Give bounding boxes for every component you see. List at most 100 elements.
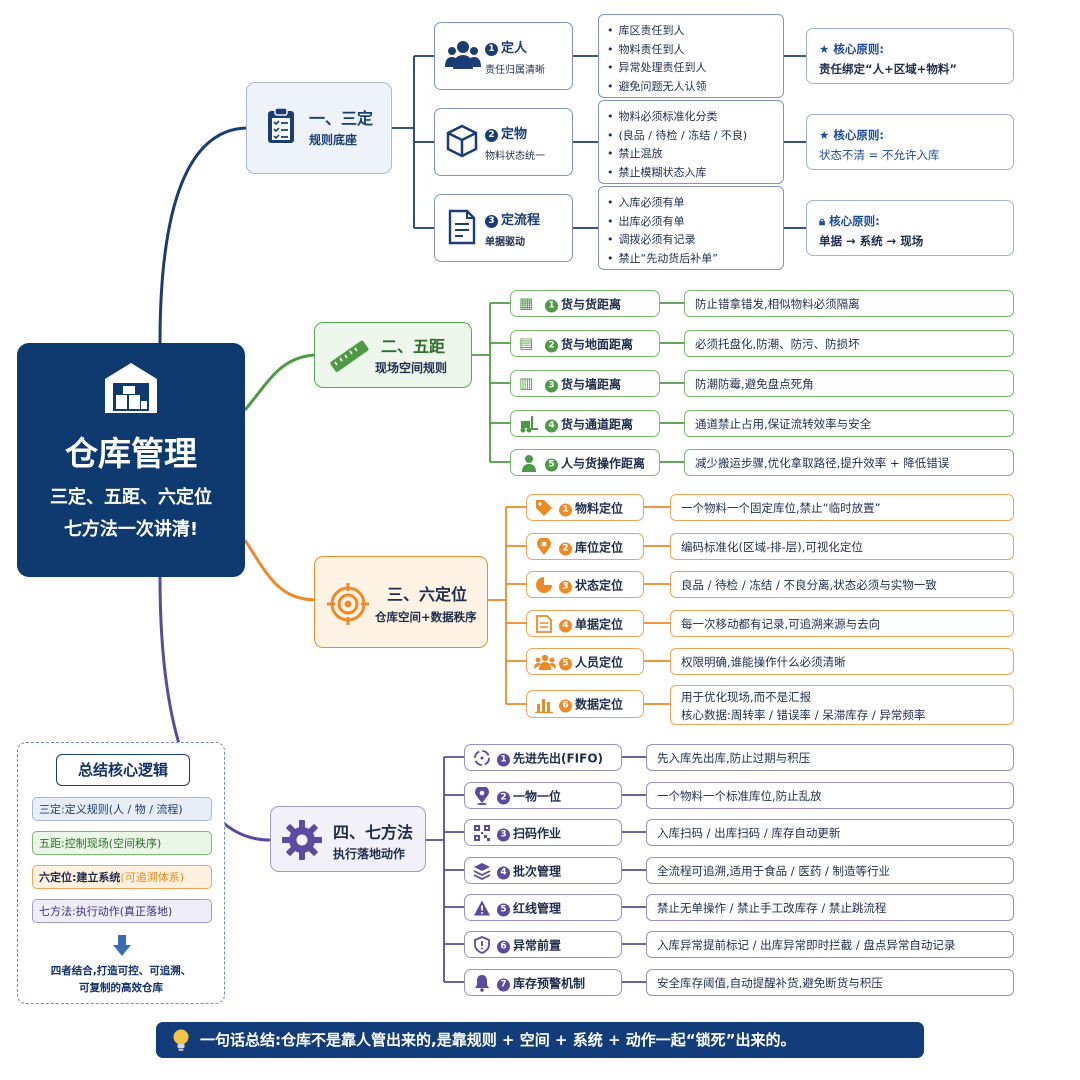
desc-goods-to-goods: 防止错拿错发,相似物料必须隔离 (684, 290, 1014, 317)
clipboard-icon (268, 107, 294, 143)
node-label: 数据定位 (575, 697, 624, 712)
node-label: 人与货操作距离 (561, 456, 646, 470)
summary-row-action: 七方法:执行动作(真正落地) (32, 899, 212, 923)
summary-banner: 一句话总结:仓库不是靠人管出来的,是靠规则 + 空间 + 系统 + 动作一起“锁… (156, 1022, 924, 1058)
boxes-icon: ▦ (519, 293, 534, 312)
star-icon: ★ (819, 42, 834, 56)
desc-status-position: 良品 / 待检 / 冻结 / 不良分离,状态必须与实物一致 (670, 571, 1014, 598)
receipt-icon (536, 614, 552, 633)
central-topic-card: 仓库管理 三定、五距、六定位 七方法一次讲清! (17, 343, 245, 577)
description-text: 禁止无单操作 / 禁止手工改库存 / 禁止跳流程 (657, 900, 887, 915)
desc-inventory-alert: 安全库存阈值,自动提醒补货,避免断货与积压 (646, 969, 1014, 996)
summary-row-system: 六定位:建立系统(可追溯体系) (32, 865, 212, 889)
desc-location-position: 编码标准化(区域-排-层),可视化定位 (670, 533, 1014, 560)
summary-row-space: 五距:控制现场(空间秩序) (32, 831, 212, 855)
principle-text: 状态不清 = 不允许入库 (819, 148, 940, 162)
principle-title: 核心原则: (833, 128, 884, 142)
branch-seven-methods: 四、七方法 执行落地动作 (270, 806, 426, 872)
desc-document-position: 每一次移动都有记录,可追溯来源与去向 (670, 610, 1014, 637)
number-badge: 2 (559, 542, 572, 555)
node-title: 定物 (501, 127, 528, 142)
bullet-list-process: 入库必须有单 出库必须有单 调拨必须有记录 禁止“先动货后补单” (598, 186, 784, 270)
description-text: 减少搬运步骤,优化拿取路径,提升效率 + 降低错误 (695, 455, 950, 470)
node-subtitle: 物料状态统一 (485, 151, 545, 162)
layers-icon (473, 862, 491, 880)
number-badge: 6 (497, 940, 510, 953)
qr-icon (474, 824, 490, 841)
description-text: 良品 / 待检 / 冻结 / 不良分离,状态必须与实物一致 (681, 577, 937, 592)
node-title: 定人 (501, 41, 528, 56)
node-label: 单据定位 (575, 617, 624, 631)
desc-scan-operation: 入库扫码 / 出库扫码 / 库存自动更新 (646, 819, 1014, 846)
location-icon (475, 786, 489, 805)
node-label: 人员定位 (575, 655, 624, 669)
number-badge: 2 (497, 791, 510, 804)
node-label: 批次管理 (513, 864, 562, 878)
star-icon: ★ (819, 128, 834, 142)
pin-icon (537, 537, 551, 555)
desc-person-to-goods: 减少搬运步骤,优化拿取路径,提升效率 + 降低错误 (684, 449, 1014, 476)
node-label: 库位定位 (575, 540, 624, 554)
number-badge: 2 (545, 339, 558, 352)
node-label: 物料定位 (575, 501, 624, 515)
desc-data-position: 用于优化现场,而不是汇报 核心数据:周转率 / 错误率 / 呆滞库存 / 异常频… (670, 685, 1014, 725)
node-label: 货与地面距离 (561, 337, 634, 351)
central-subtitle-line2: 七方法一次讲清! (63, 519, 199, 540)
bar-chart-icon (535, 699, 553, 713)
number-badge: 1 (545, 299, 558, 312)
desc-goods-to-floor: 必须托盘化,防潮、防污、防损坏 (684, 330, 1014, 357)
description-text: 安全库存阈值,自动提醒补货,避免断货与积压 (657, 975, 883, 990)
description-text: 编码标准化(区域-排-层),可视化定位 (681, 539, 863, 554)
number-badge: 1 (559, 503, 572, 516)
arrow-down-icon (113, 935, 131, 956)
lock-icon: 🔒︎ (819, 214, 830, 228)
branch-title: 一、三定 (309, 109, 374, 128)
number-badge: 5 (545, 458, 558, 471)
description-text: 入库扫码 / 出库扫码 / 库存自动更新 (657, 825, 841, 840)
list-item: 避免问题无人认领 (607, 78, 707, 97)
ruler-icon (330, 340, 369, 372)
description-text: 防止错拿错发,相似物料必须隔离 (695, 296, 860, 311)
description-text: 入库异常提前标记 / 出库异常即时拦截 / 盘点异常自动记录 (657, 937, 956, 952)
summary-row-rules: 三定:定义规则(人 / 物 / 流程) (32, 797, 212, 821)
box-icon (446, 124, 478, 158)
list-item: 调拨必须有记录 (607, 231, 718, 250)
description-text: 通道禁止占用,保证流转效率与安全 (695, 416, 872, 431)
list-item: 禁止模糊状态入库 (607, 164, 747, 183)
principle-text: 责任绑定“人+区域+物料” (819, 62, 957, 76)
list-item: 入库必须有单 (607, 194, 718, 213)
branch-three-fixed: 一、三定 规则底座 (246, 82, 392, 174)
desc-one-item-one-location: 一个物料一个标准库位,防止乱放 (646, 782, 1014, 809)
list-item-continuation: (良品 / 待检 / 冻结 / 不良) (607, 127, 748, 146)
branch-subtitle: 规则底座 (309, 133, 358, 147)
node-label: 先进先出(FIFO) (513, 751, 604, 765)
forklift-icon (520, 415, 538, 432)
number-badge: 1 (485, 43, 498, 56)
branch-subtitle: 仓库空间+数据秩序 (375, 610, 477, 624)
number-badge: 3 (545, 379, 558, 392)
branch-six-positioning: 三、六定位 仓库空间+数据秩序 (314, 556, 488, 648)
pallet-icon: ▤ (519, 333, 534, 352)
number-badge: 4 (545, 419, 558, 432)
principle-card-process: 🔒︎ 核心原则: 单据 → 系统 → 现场 (806, 200, 1014, 256)
principle-card-material: ★ 核心原则: 状态不清 = 不允许入库 (806, 114, 1014, 170)
summary-title: 总结核心逻辑 (56, 754, 190, 786)
node-label: 一物一位 (513, 789, 562, 803)
node-label: 库存预警机制 (513, 976, 586, 990)
list-item: 禁止混放 (607, 145, 747, 164)
document-icon (448, 209, 476, 245)
description-text: 权限明确,谁能操作什么必须清晰 (681, 654, 846, 669)
wall-icon: ▥ (519, 373, 534, 392)
